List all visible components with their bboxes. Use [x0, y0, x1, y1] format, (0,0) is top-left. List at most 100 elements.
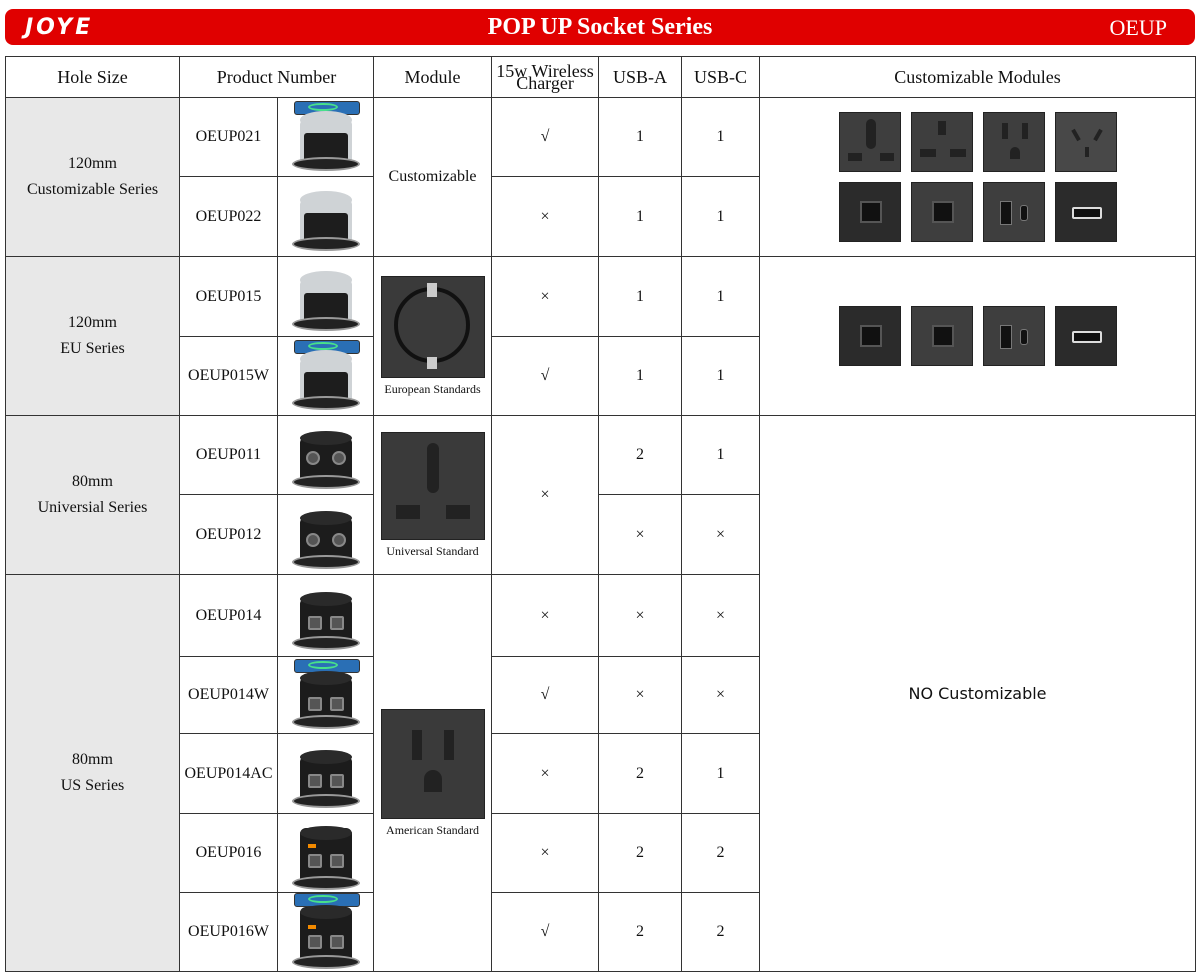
- module-cell: Customizable: [373, 97, 493, 257]
- product-image-cell: [276, 336, 375, 416]
- product-image: [286, 499, 366, 571]
- us-socket-tile: [982, 112, 1045, 172]
- usb-c-value: 1: [681, 176, 761, 257]
- product-image-cell: [276, 574, 375, 657]
- series-code: OEUP: [1109, 15, 1167, 40]
- module-caption: Universal Standard: [386, 543, 479, 558]
- table-row: 120mm EU Series OEUP015 European Standar…: [5, 256, 1197, 416]
- usb-c-value: ×: [681, 656, 761, 734]
- rj11-tile: [910, 182, 973, 242]
- col-wireless-charger: 15w Wireless Charger: [491, 56, 600, 98]
- hole-size-cell: 120mm Customizable Series: [5, 97, 180, 257]
- product-image: [286, 659, 366, 731]
- product-number: OEUP014: [179, 574, 278, 657]
- product-image: [286, 893, 366, 971]
- product-number: OEUP015W: [179, 336, 278, 416]
- wireless-value: ×: [491, 574, 600, 657]
- wireless-value: √: [491, 97, 600, 177]
- usb-a-value: 1: [598, 176, 683, 257]
- usb-a-value: ×: [598, 494, 683, 575]
- series-name: Customizable Series: [26, 181, 159, 198]
- universal-module-image: [380, 431, 485, 540]
- product-image: [286, 340, 366, 412]
- module-caption: American Standard: [386, 822, 479, 837]
- product-image: [286, 419, 366, 491]
- page-title: POP UP Socket Series: [487, 14, 713, 40]
- usb-a-value: 2: [598, 733, 683, 814]
- usb-c-value: 1: [681, 256, 761, 337]
- product-image-cell: [276, 813, 375, 893]
- usb-a-value: ×: [598, 574, 683, 657]
- product-image: [286, 261, 366, 333]
- product-image-cell: [276, 97, 375, 177]
- table-header-row: Hole Size Product Number Module 15w Wire…: [5, 56, 1197, 98]
- module-cell: American Standard: [373, 574, 493, 972]
- au-socket-tile: [1054, 112, 1117, 172]
- hdmi-tile: [1054, 306, 1117, 366]
- module-cell: European Standards: [373, 256, 493, 416]
- usb-a-value: 2: [598, 892, 683, 972]
- product-number: OEUP012: [179, 494, 278, 575]
- col-module: Module: [373, 56, 493, 98]
- table-row: OEUP016 × 2 2: [6, 813, 1196, 893]
- rj45-tile: [838, 182, 901, 242]
- usb-tile: [982, 306, 1045, 366]
- product-image-cell: [276, 176, 375, 257]
- col-wireless-line2: Charger: [516, 73, 574, 93]
- usb-c-value: 1: [681, 415, 761, 495]
- product-image-cell: [276, 415, 375, 495]
- table-row: 80mm US Series OEUP014 American Standard: [5, 574, 1196, 972]
- hole-size-cell: 80mm US Series: [5, 574, 180, 972]
- product-image: [286, 580, 366, 652]
- table-row: OEUP015W √ 1 1: [6, 336, 1196, 416]
- wireless-value: ×: [491, 415, 600, 575]
- universal-socket-tile: [838, 112, 901, 172]
- series-name: US Series: [60, 777, 125, 794]
- custom-modules-cell: [759, 256, 1197, 416]
- wireless-value: ×: [491, 176, 600, 257]
- module-tiles: [760, 306, 1195, 366]
- table-row: OEUP012 × ×: [6, 494, 1196, 575]
- product-number: OEUP016W: [179, 892, 278, 972]
- product-number: OEUP011: [179, 415, 278, 495]
- product-number: OEUP014AC: [179, 733, 278, 814]
- series-name: EU Series: [60, 340, 125, 357]
- wireless-value: ×: [491, 733, 600, 814]
- custom-modules-cell: [759, 97, 1197, 257]
- no-customizable-cell: NO Customizable: [759, 415, 1197, 972]
- product-image-cell: [276, 256, 375, 337]
- usb-a-value: 1: [598, 336, 683, 416]
- module-caption: European Standards: [384, 381, 481, 396]
- hole-size-cell: 80mm Universial Series: [5, 415, 180, 575]
- wireless-value: √: [491, 336, 600, 416]
- usb-c-value: 2: [681, 813, 761, 893]
- eu-module-image: [380, 275, 485, 378]
- hole-size: 80mm: [72, 751, 113, 768]
- product-image-cell: [276, 892, 375, 972]
- wireless-value: √: [491, 656, 600, 734]
- hole-size: 80mm: [72, 473, 113, 490]
- uk-socket-tile: [910, 112, 973, 172]
- table-row: 80mm Universial Series OEUP011 Universal…: [5, 415, 1197, 972]
- rj11-tile: [910, 306, 973, 366]
- wireless-value: ×: [491, 813, 600, 893]
- table-row: OEUP016W √ 2 2: [6, 892, 1196, 972]
- product-number: OEUP016: [179, 813, 278, 893]
- col-hole-size: Hole Size: [5, 56, 180, 98]
- usb-c-value: 1: [681, 336, 761, 416]
- product-image: [286, 101, 366, 173]
- product-image-cell: [276, 733, 375, 814]
- series-name: Universial Series: [37, 499, 148, 516]
- usb-a-value: 2: [598, 813, 683, 893]
- product-number: OEUP021: [179, 97, 278, 177]
- product-image-cell: [276, 656, 375, 734]
- joye-logo: JOYE: [25, 15, 94, 40]
- product-image: [286, 738, 366, 810]
- col-usb-c: USB-C: [681, 56, 761, 98]
- usb-a-value: 1: [598, 97, 683, 177]
- rj45-tile: [838, 306, 901, 366]
- usb-a-value: ×: [598, 656, 683, 734]
- usb-c-value: 1: [681, 733, 761, 814]
- hdmi-tile: [1054, 182, 1117, 242]
- hole-size: 120mm: [68, 155, 117, 172]
